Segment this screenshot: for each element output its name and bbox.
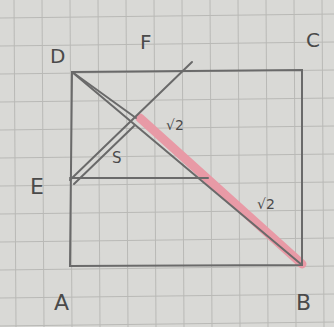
square-lines — [70, 62, 302, 266]
diagonal — [72, 72, 302, 265]
point-label: √2 — [166, 118, 184, 132]
point-label: √2 — [257, 197, 275, 211]
point-label: D — [50, 46, 65, 66]
segment-ef — [70, 62, 192, 180]
horizontal-line — [70, 177, 208, 179]
point-label: F — [140, 32, 152, 52]
segment-double — [74, 126, 134, 184]
point-label: C — [306, 30, 320, 50]
point-label: B — [296, 292, 311, 314]
square — [70, 70, 302, 266]
point-label: A — [54, 292, 69, 314]
diagonal-double — [75, 74, 136, 118]
highlight-segment — [140, 118, 302, 264]
point-label: E — [30, 176, 44, 198]
point-label: S — [112, 151, 122, 166]
